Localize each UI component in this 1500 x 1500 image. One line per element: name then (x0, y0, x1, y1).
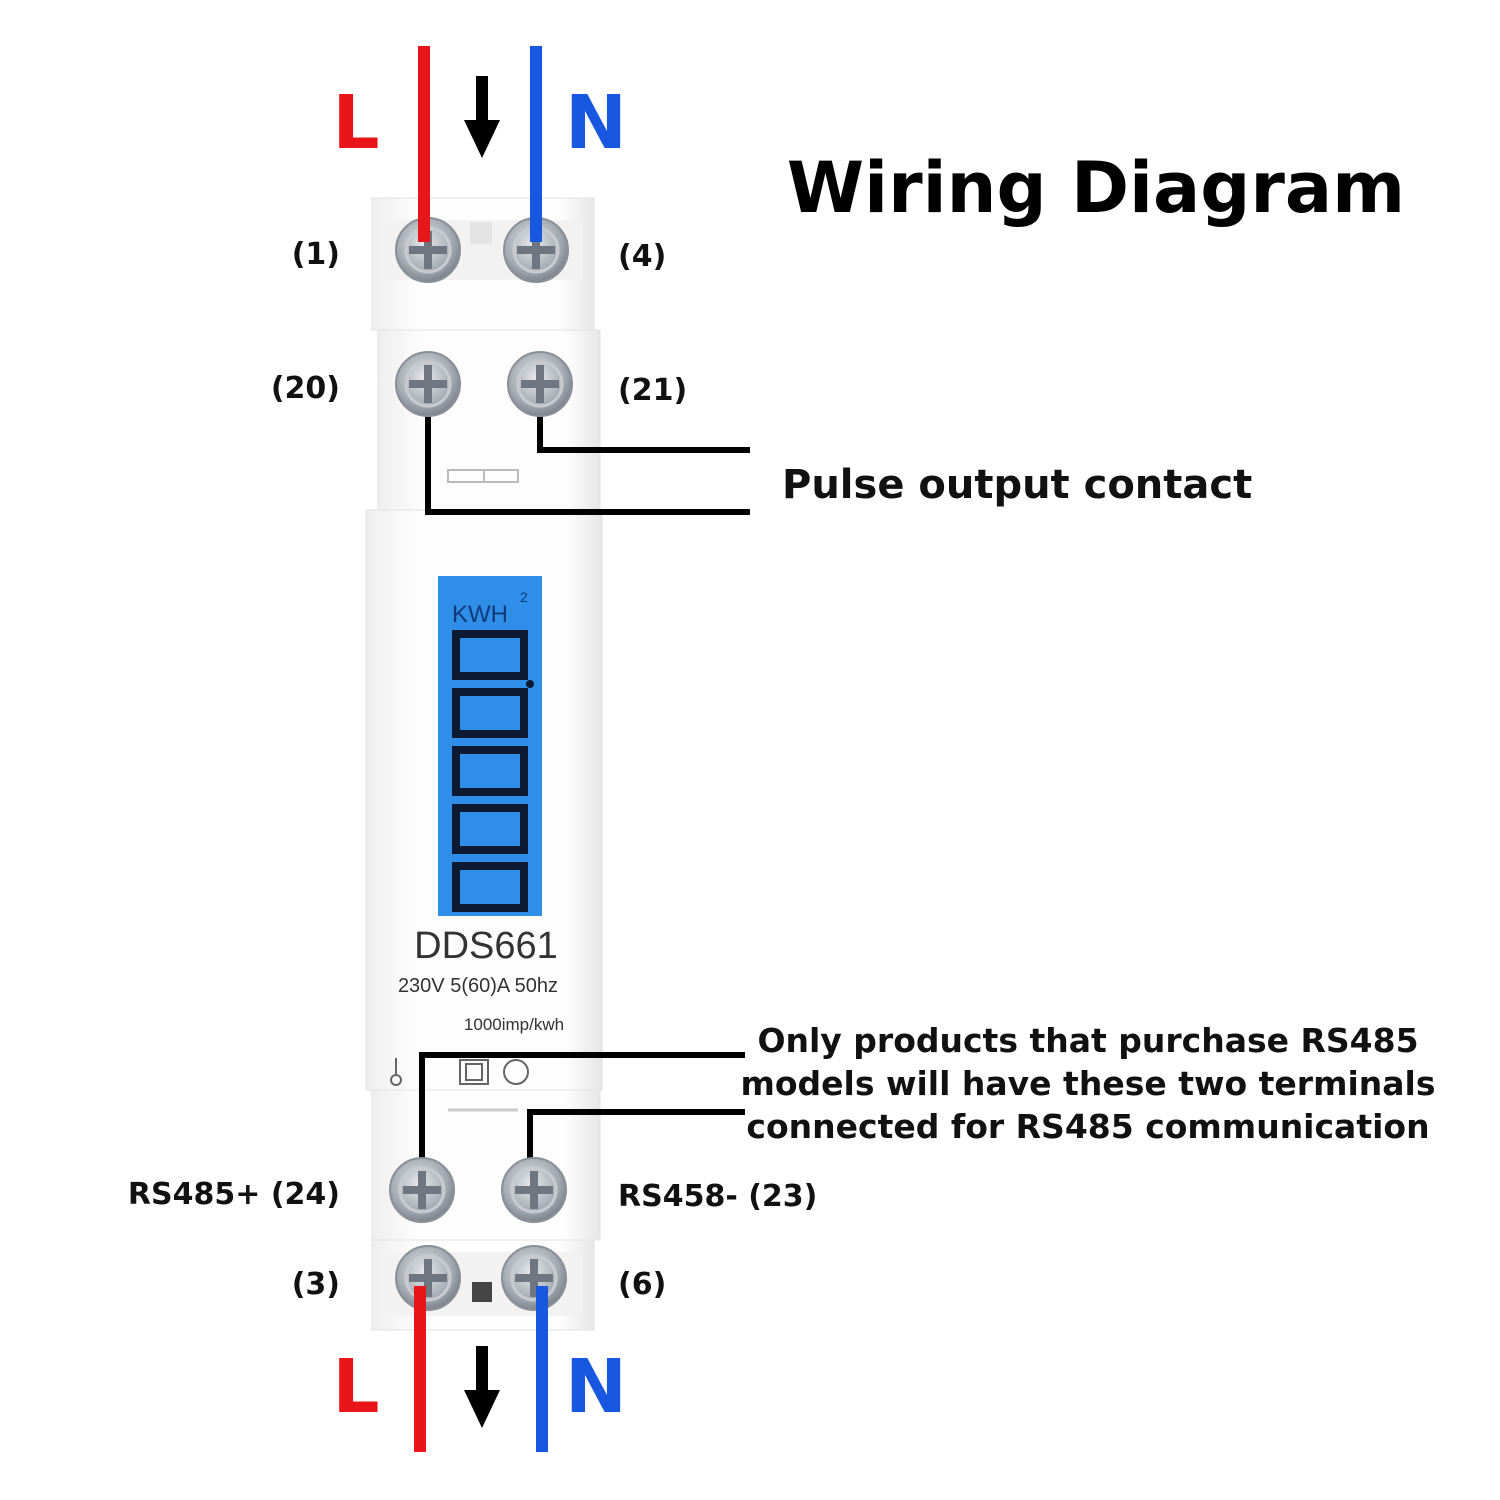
page-title: Wiring Diagram (787, 147, 1405, 229)
lcd-digit (452, 804, 528, 854)
lcd-digits (452, 630, 534, 912)
thermometer-icon (390, 1058, 402, 1086)
terminal-label-4: (4) (618, 239, 666, 274)
lcd-digit (452, 630, 528, 680)
pulse-output-label: Pulse output contact (782, 462, 1252, 508)
lcd-superscript: 2 (520, 589, 528, 605)
line-label-top: L (332, 80, 379, 166)
terminal-label-6: (6) (618, 1267, 666, 1302)
arrow-down-icon (464, 76, 500, 158)
lcd-digit (452, 862, 528, 912)
rs485-note: Only products that purchase RS485 models… (741, 1021, 1436, 1146)
lcd-decimal-point (526, 680, 534, 688)
neutral-label-bottom: N (565, 1344, 627, 1430)
meter-rating: 230V 5(60)A 50hz (398, 975, 558, 997)
rs485-note-line-2: models will have these two terminals (741, 1064, 1436, 1103)
terminal-label-24: RS485+ (24) (128, 1177, 340, 1212)
phase-icon (459, 1059, 529, 1085)
rs485-note-line-1: Only products that purchase RS485 (757, 1021, 1418, 1060)
arrow-down-icon (464, 1346, 500, 1428)
lcd-display: KWH 2 (438, 576, 542, 916)
neutral-label-top: N (565, 80, 627, 166)
terminal-label-23: RS458- (23) (618, 1179, 817, 1214)
lcd-digit (452, 688, 528, 738)
meter-model: DDS661 (414, 925, 558, 967)
lcd-digit (452, 746, 528, 796)
terminal-label-20: (20) (271, 371, 340, 406)
terminal-label-1: (1) (292, 237, 340, 272)
lcd-unit: KWH (452, 601, 508, 628)
meter-constant: 1000imp/kwh (464, 1015, 564, 1034)
terminal-label-3: (3) (292, 1267, 340, 1302)
terminal-label-21: (21) (618, 373, 687, 408)
rs485-note-line-3: connected for RS485 communication (746, 1107, 1429, 1146)
line-label-bottom: L (332, 1344, 379, 1430)
